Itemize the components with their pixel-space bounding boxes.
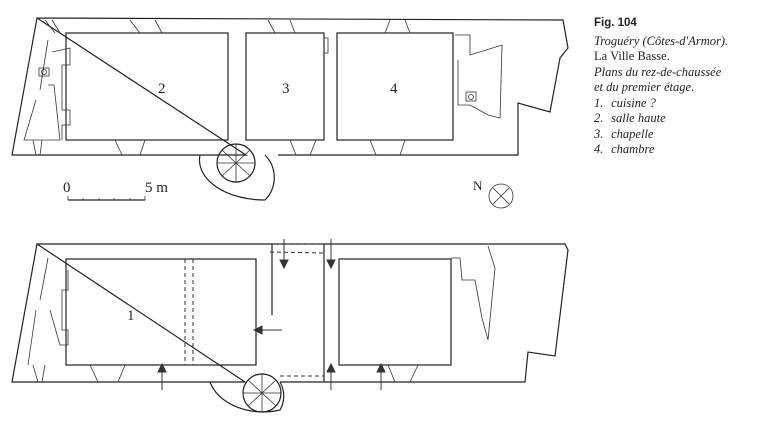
east-room-outline xyxy=(338,258,452,366)
north-label: N xyxy=(473,178,483,193)
west-flue xyxy=(41,69,47,75)
room-2-outline xyxy=(65,32,229,141)
access-arrows xyxy=(157,239,386,390)
room-3-label: 3 xyxy=(282,81,290,97)
scale-start: 0 xyxy=(63,180,71,196)
lower-stair-tower xyxy=(209,373,285,413)
room-1-outline xyxy=(65,258,257,366)
tower-outer-lower xyxy=(209,381,285,413)
scale-bar: 0 5 m xyxy=(63,180,168,201)
central-bay xyxy=(271,244,325,382)
room-legend: 1. cuisine ? 2. salle haute 3. chapelle … xyxy=(594,96,728,158)
legend-item: 1. cuisine ? xyxy=(594,95,656,110)
west-wall-details-lower xyxy=(27,257,69,366)
caption-description-2: et du premier étage. xyxy=(594,80,695,94)
north-arrow: N xyxy=(473,178,514,209)
lower-floor-plan: 1 xyxy=(11,239,569,413)
room-2-label: 2 xyxy=(158,81,166,97)
window-embrasures-top xyxy=(44,19,411,34)
tower-outer xyxy=(198,154,275,201)
caption-description-1: Plans du rez-de-chaussée xyxy=(594,64,722,79)
stair-treads xyxy=(217,144,255,182)
west-wall-details xyxy=(23,39,71,141)
room-4-outline xyxy=(336,32,454,141)
room-3-outline xyxy=(245,32,325,141)
caption-location: Troguéry (Côtes-d'Armor). xyxy=(594,33,729,48)
caption-site: La Ville Basse. xyxy=(594,49,670,63)
legend-item: 3. chapelle xyxy=(594,126,654,141)
chapel-partition xyxy=(323,37,329,54)
central-bay-dashed-walls xyxy=(269,243,325,377)
room-1-partition xyxy=(184,259,194,365)
lower-outer-wall xyxy=(11,242,569,383)
east-fireplace xyxy=(465,91,477,102)
east-flue xyxy=(468,94,474,100)
figure-caption: Fig. 104 Troguéry (Côtes-d'Armor). La Vi… xyxy=(594,16,728,158)
scale-end: 5 m xyxy=(145,180,168,196)
north-circle-icon xyxy=(488,183,514,209)
upper-stair-tower xyxy=(198,143,275,201)
west-fireplace xyxy=(38,67,50,77)
upper-floor-plan: 2 3 4 xyxy=(11,17,569,201)
legend-item: 2. salle haute xyxy=(594,111,666,125)
upper-outer-wall xyxy=(11,17,569,156)
legend-item: 4. chambre xyxy=(594,142,655,156)
lower-window-embrasures xyxy=(32,364,419,383)
figure-number: Fig. 104 xyxy=(594,17,637,29)
east-annex xyxy=(455,34,503,119)
room-4-label: 4 xyxy=(390,81,398,97)
room-1-label: 1 xyxy=(127,308,135,324)
window-embrasures-bottom xyxy=(32,139,406,156)
east-annex-lower xyxy=(451,245,496,341)
stair-treads-lower xyxy=(243,374,281,412)
